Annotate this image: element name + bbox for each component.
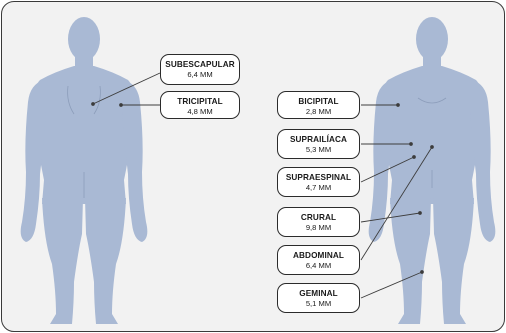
connector-crural: [360, 212, 421, 223]
label-supraespinal: SUPRAESPINAL 4,7 MM: [277, 167, 360, 197]
bicipital-name: BICIPITAL: [298, 97, 339, 106]
bicipital-value: 2,8 MM: [305, 107, 332, 116]
anatomy-details: [67, 85, 447, 198]
suprailiaca-name: SUPRAILÍACA: [289, 135, 348, 144]
label-bicipital: BICIPITAL 2,8 MM: [277, 91, 360, 119]
geminal-value: 5,1 MM: [305, 299, 332, 308]
crural-value: 9,8 MM: [305, 223, 332, 232]
tricipital-name: TRICIPITAL: [177, 97, 223, 106]
label-subescapular: SUBESCAPULAR 6,4 MM: [160, 54, 240, 85]
label-crural: CRURAL 9,8 MM: [277, 207, 360, 237]
marker-suprailiaca: [409, 142, 413, 146]
connector-abdominal: [360, 146, 433, 261]
label-abdominal: ABDOMINAL 6,4 MM: [277, 245, 360, 275]
supraespinal-name: SUPRAESPINAL: [285, 173, 352, 182]
marker-tricipital: [119, 103, 123, 107]
geminal-name: GEMINAL: [299, 289, 338, 298]
label-suprailiaca: SUPRAILÍACA 5,3 MM: [277, 129, 360, 159]
marker-supraespinal: [412, 155, 416, 159]
marker-crural: [418, 211, 422, 215]
crural-name: CRURAL: [300, 213, 337, 222]
supraespinal-value: 4,7 MM: [305, 183, 332, 192]
label-tricipital: TRICIPITAL 4,8 MM: [160, 91, 240, 119]
abdominal-name: ABDOMINAL: [293, 251, 344, 260]
connector-lines: [91, 72, 434, 299]
marker-subescapular: [91, 102, 95, 106]
connector-supraespinal: [360, 156, 415, 183]
marker-geminal: [420, 270, 424, 274]
label-geminal: GEMINAL 5,1 MM: [277, 283, 360, 313]
abdominal-value: 6,4 MM: [305, 261, 332, 270]
tricipital-value: 4,8 MM: [187, 107, 213, 116]
marker-bicipital: [396, 103, 400, 107]
connector-subescapular: [92, 72, 161, 105]
back-figure: [20, 17, 148, 324]
subescapular-name: SUBESCAPULAR: [165, 60, 235, 69]
marker-abdominal: [430, 145, 434, 149]
suprailiaca-value: 5,3 MM: [305, 145, 332, 154]
subescapular-value: 6,4 MM: [187, 70, 213, 79]
connector-geminal: [360, 271, 423, 299]
